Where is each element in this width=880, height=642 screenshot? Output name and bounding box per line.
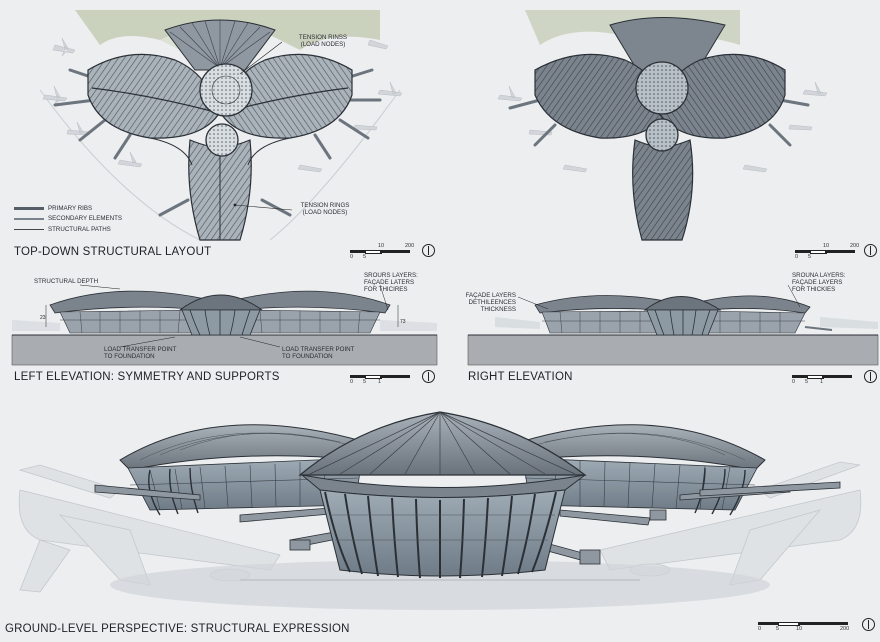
label-facade-layers: SROURS LAYERS: FAÇADE LATERS FOR THICIRE… xyxy=(364,272,418,293)
plan-right-panel: 0 5 10 200 xyxy=(440,0,880,265)
elevation-left-drawing: 23 73 xyxy=(11,284,438,366)
tension-ring-top xyxy=(199,63,253,117)
legend-item: PRIMARY RIBS xyxy=(14,205,92,212)
legend-item: SECONDARY ELEMENTS xyxy=(14,215,122,222)
scale-tick: 5 xyxy=(363,254,367,260)
scale-tick: 0 xyxy=(350,254,354,260)
scale-tick: 0 xyxy=(792,379,796,385)
label-load-transfer-2: LOAD TRANSFER POINT TO FOUNDATION xyxy=(282,346,355,360)
elevation-right-drawing xyxy=(467,284,879,366)
scale-tick: 0 xyxy=(350,379,354,385)
scale-tick: 5 xyxy=(808,254,812,260)
perspective-drawing xyxy=(18,411,862,610)
plan-right-drawing xyxy=(497,10,828,241)
perspective-title: GROUND-LEVEL PERSPECTIVE: STRUCTURAL EXP… xyxy=(5,623,350,635)
scale-tick: 0 xyxy=(795,254,799,260)
label-tension-top: TENSION RINSS (LOAD NODES) xyxy=(298,34,348,48)
legend-label: PRIMARY RIBS xyxy=(48,205,93,212)
north-arrow-icon xyxy=(422,244,435,257)
scale-tick: 200 xyxy=(405,243,415,249)
scale-bar: 0 5 10 200 xyxy=(758,622,850,636)
scale-tick: 200 xyxy=(840,626,850,632)
elevation-right-title: RIGHT ELEVATION xyxy=(468,371,573,383)
elevation-left-panel: 23 73 STRUCTURAL DEPTH SROURS LAYERS: FA… xyxy=(0,265,440,390)
plan-left-drawing xyxy=(39,10,403,241)
label-facade-layers: FAÇADE LAYERS DETHILEENCES THICKNESS xyxy=(465,292,516,313)
svg-text:23: 23 xyxy=(40,315,46,321)
scale-tick: 0 xyxy=(758,626,762,632)
north-arrow-icon xyxy=(862,618,875,631)
elevation-left-title: LEFT ELEVATION: SYMMETRY AND SUPPORTS xyxy=(14,371,280,383)
plan-left-title: TOP-DOWN STRUCTURAL LAYOUT xyxy=(14,246,212,258)
label-load-transfer-1: LOAD TRANSFER POINT TO FOUNDATION xyxy=(104,346,177,360)
scale-bar: 0 5 10 200 xyxy=(350,243,414,264)
north-arrow-icon xyxy=(864,244,877,257)
legend-label: SECONDARY ELEMENTS xyxy=(48,215,123,222)
label-tension-bottom: TENSION RINGS (LOAD NODES) xyxy=(300,202,350,216)
scale-tick: 10 xyxy=(378,243,385,249)
scale-tick: 5 xyxy=(805,379,809,385)
scale-tick: 5 xyxy=(776,626,780,632)
svg-text:73: 73 xyxy=(400,319,406,325)
north-arrow-icon xyxy=(864,370,877,383)
plan-left-panel: TENSION RINSS (LOAD NODES) TENSION RINGS… xyxy=(0,0,440,265)
north-arrow-icon xyxy=(422,370,435,383)
tension-ring-bottom xyxy=(205,123,239,157)
scale-tick: 10 xyxy=(796,626,803,632)
scale-tick: 1 xyxy=(378,379,382,385)
label-srouna-layers: SROUNA LAYERS: FAÇADE LAYERS FOR THICKIE… xyxy=(792,272,846,293)
scale-bar: 0 5 1 xyxy=(350,375,410,389)
scale-tick: 5 xyxy=(363,379,367,385)
elevation-right-panel: FAÇADE LAYERS DETHILEENCES THICKNESS SRO… xyxy=(440,265,880,390)
scale-tick: 1 xyxy=(820,379,824,385)
legend-item: STRUCTURAL PATHS xyxy=(14,226,111,233)
perspective-panel: GROUND-LEVEL PERSPECTIVE: STRUCTURAL EXP… xyxy=(0,390,880,642)
scale-bar: 0 5 10 200 xyxy=(795,243,859,264)
scale-tick: 10 xyxy=(823,243,830,249)
legend-label: STRUCTURAL PATHS xyxy=(48,226,111,233)
scale-tick: 200 xyxy=(850,243,860,249)
label-structural-depth: STRUCTURAL DEPTH xyxy=(34,278,99,285)
scale-bar: 0 5 1 xyxy=(792,375,852,389)
